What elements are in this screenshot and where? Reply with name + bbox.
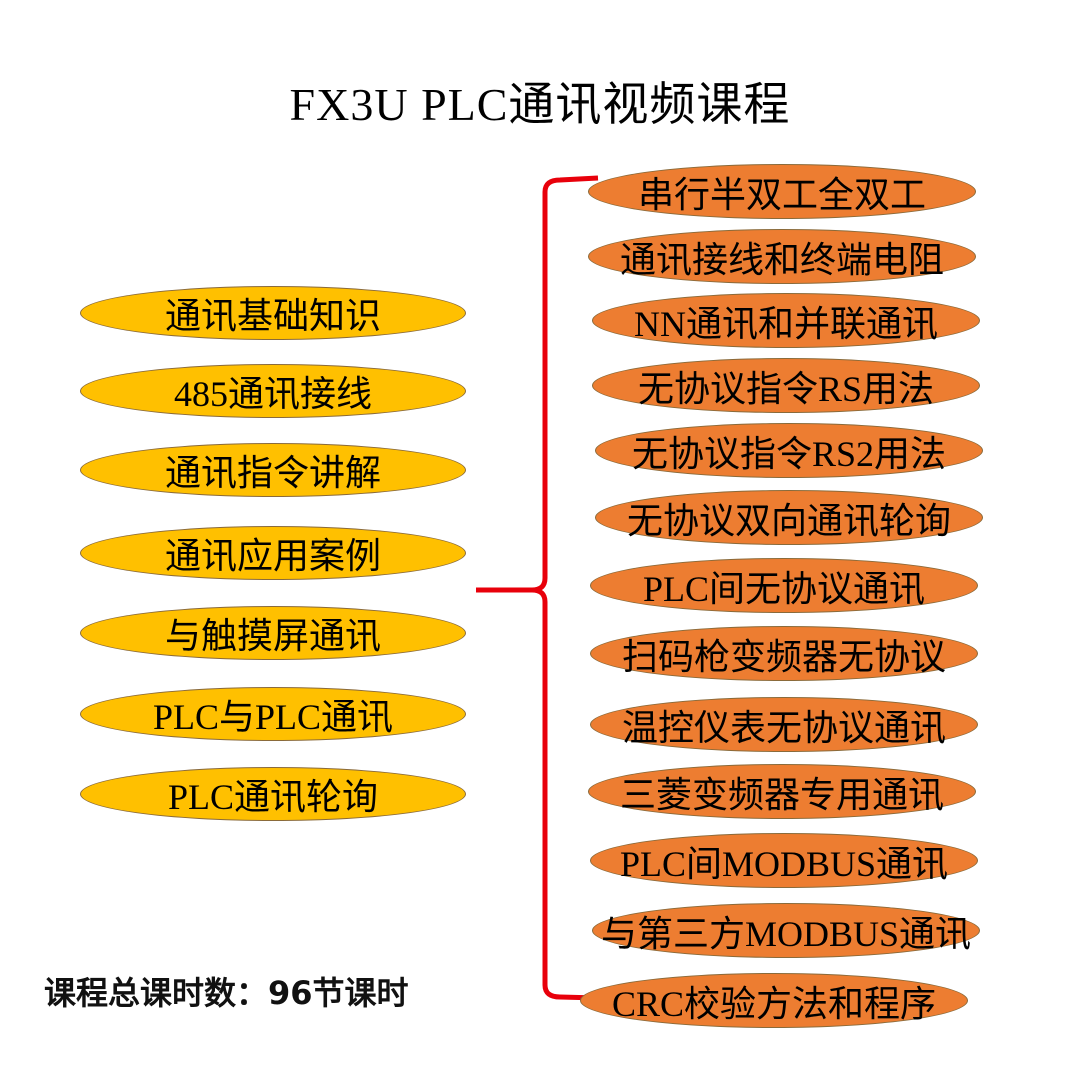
detail-topic-pill: PLC间无协议通讯 [590,558,978,613]
basic-topic-pill: 通讯基础知识 [80,286,466,340]
detail-topic-pill: 串行半双工全双工 [588,164,976,219]
basic-topic-pill: 485通讯接线 [80,364,466,418]
detail-topic-pill: 扫码枪变频器无协议 [590,626,978,681]
detail-topic-pill: CRC校验方法和程序 [580,973,968,1028]
detail-topic-pill: PLC间MODBUS通讯 [590,833,978,888]
detail-topic-pill: NN通讯和并联通讯 [592,293,980,348]
detail-topic-pill: 无协议指令RS2用法 [595,423,983,478]
detail-topic-pill: 与第三方MODBUS通讯 [592,903,980,958]
total-hours-text: 课程总课时数：96节课时 [44,974,409,1012]
detail-topic-pill: 无协议双向通讯轮询 [595,490,983,545]
detail-topic-pill: 通讯接线和终端电阻 [588,229,976,284]
basic-topic-pill: 通讯指令讲解 [80,443,466,497]
basic-topic-pill: 通讯应用案例 [80,526,466,580]
detail-topic-pill: 三菱变频器专用通讯 [588,764,976,819]
basic-topic-pill: 与触摸屏通讯 [80,606,466,660]
detail-topic-pill: 温控仪表无协议通讯 [590,697,978,752]
basic-topic-pill: PLC通讯轮询 [80,767,466,821]
basic-topic-pill: PLC与PLC通讯 [80,687,466,741]
detail-topic-pill: 无协议指令RS用法 [592,358,980,413]
page-title: FX3U PLC通讯视频课程 [289,79,791,130]
